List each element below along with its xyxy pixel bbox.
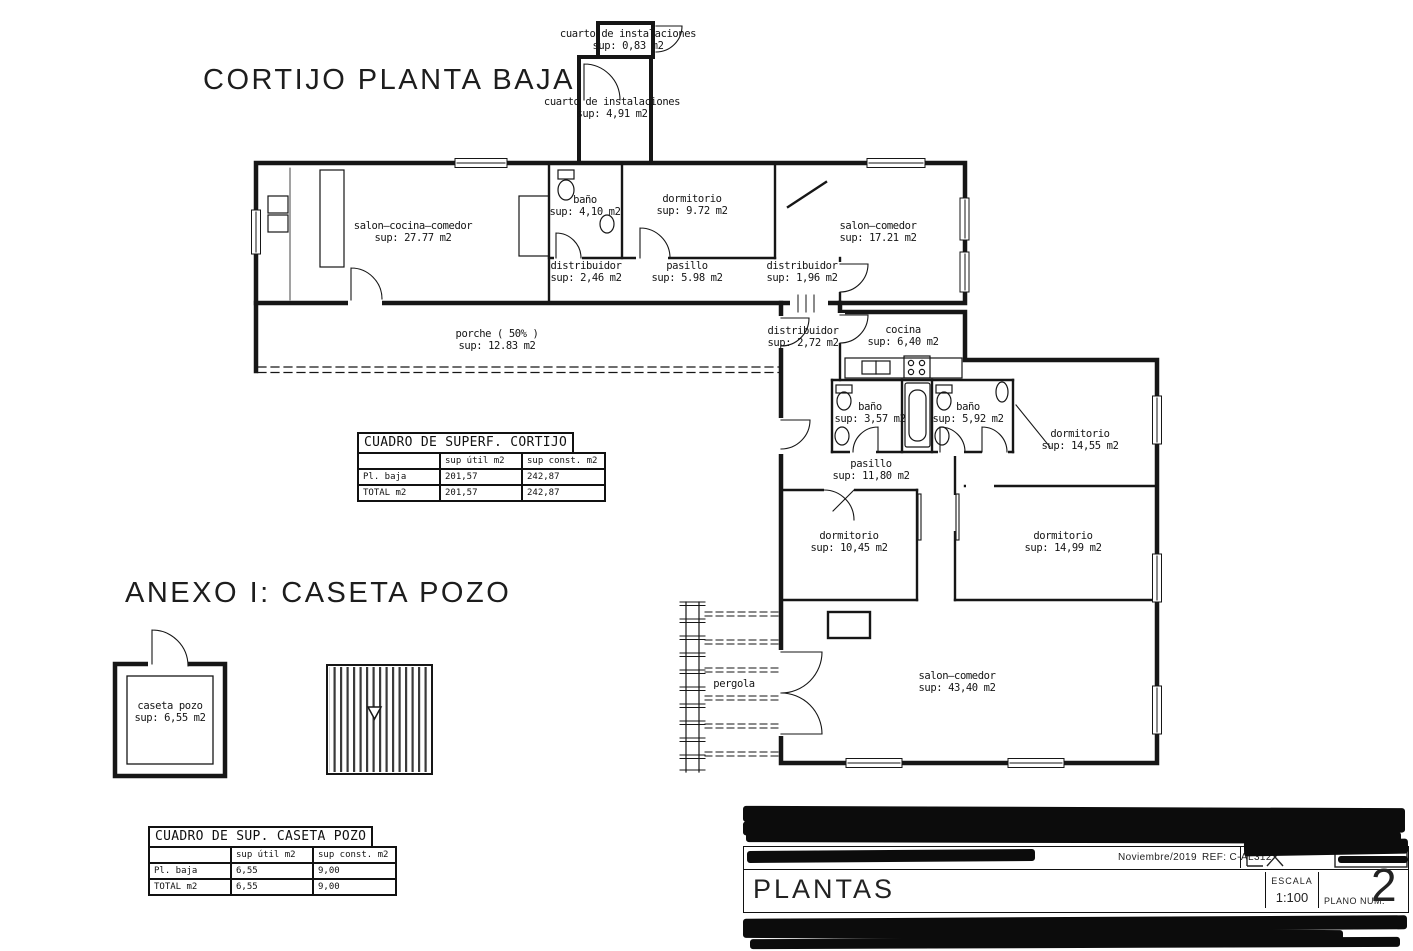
plano-num-value: 2 bbox=[1371, 859, 1397, 911]
redaction-bar bbox=[1338, 856, 1408, 863]
table-cell: TOTAL m2 bbox=[357, 484, 441, 502]
titleblock-date: Noviembre/2019 bbox=[1118, 852, 1197, 863]
table-cuadro-caseta: CUADRO DE SUP. CASETA POZO sup útil m2 s… bbox=[148, 825, 397, 896]
table-cell: 242,87 bbox=[521, 468, 606, 486]
table-body: sup útil m2 sup const. m2 Pl. baja 201,5… bbox=[357, 452, 606, 502]
table-cell: Pl. baja bbox=[357, 468, 441, 486]
titleblock-divider bbox=[1318, 872, 1319, 908]
table-header-cell: sup útil m2 bbox=[230, 846, 314, 864]
table-cell: 6,55 bbox=[230, 878, 314, 896]
titleblock-main-row bbox=[743, 869, 1409, 913]
plano-num-label: PLANO NUM. bbox=[1324, 896, 1386, 906]
room-label-pergola: pergola bbox=[713, 678, 755, 690]
table-cell: 201,57 bbox=[439, 484, 523, 502]
table-title: CUADRO DE SUPERF. CORTIJO bbox=[357, 432, 575, 454]
table-cell: 9,00 bbox=[312, 862, 397, 880]
escala-label: ESCALA bbox=[1271, 876, 1313, 886]
redaction-bar bbox=[746, 848, 1036, 864]
table-header-cell bbox=[357, 452, 441, 470]
escala-value: 1:100 bbox=[1275, 890, 1309, 905]
table-header-cell: sup const. m2 bbox=[312, 846, 397, 864]
table-cell: 242,87 bbox=[521, 484, 606, 502]
table-cuadro-cortijo: CUADRO DE SUPERF. CORTIJO sup útil m2 su… bbox=[357, 431, 606, 502]
table-cell: Pl. baja bbox=[148, 862, 232, 880]
table-cell: 9,00 bbox=[312, 878, 397, 896]
table-cell: 6,55 bbox=[230, 862, 314, 880]
table-title: CUADRO DE SUP. CASETA POZO bbox=[148, 826, 374, 848]
titleblock-divider bbox=[1240, 846, 1241, 868]
table-header-cell bbox=[148, 846, 232, 864]
drawing-title: PLANTAS bbox=[753, 874, 896, 904]
titleblock-divider bbox=[1265, 872, 1266, 908]
table-header-cell: sup útil m2 bbox=[439, 452, 523, 470]
table-cell: 201,57 bbox=[439, 468, 523, 486]
redaction-bar bbox=[1243, 838, 1409, 857]
plan-title: CORTIJO PLANTA BAJA bbox=[203, 64, 575, 96]
table-cell: TOTAL m2 bbox=[148, 878, 232, 896]
annex-title: ANEXO I: CASETA POZO bbox=[125, 577, 512, 609]
table-header-cell: sup const. m2 bbox=[521, 452, 606, 470]
table-body: sup útil m2 sup const. m2 Pl. baja 6,55 … bbox=[148, 846, 397, 896]
room-label-porche: porche ( 50% )sup: 12.83 m2 bbox=[455, 328, 539, 352]
titleblock-ref: REF: C-AL312 bbox=[1202, 852, 1272, 863]
